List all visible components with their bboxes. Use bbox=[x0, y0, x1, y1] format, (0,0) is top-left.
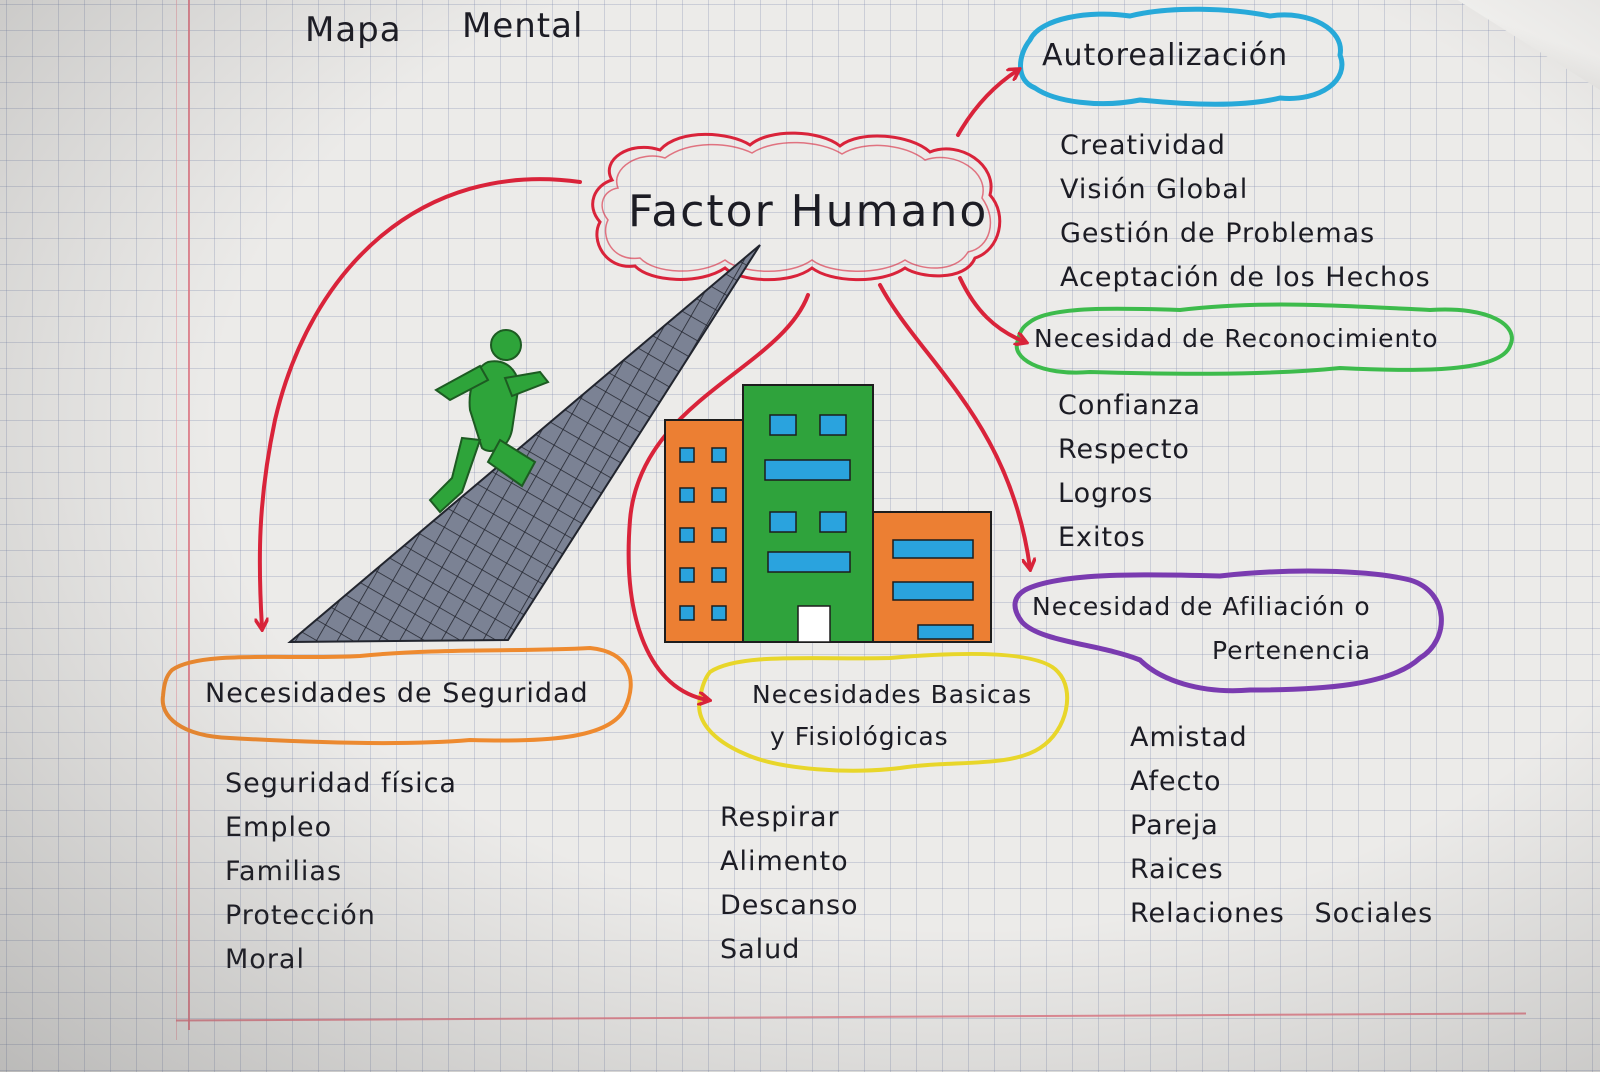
list-item: Visión Global bbox=[1060, 174, 1249, 205]
stairs-illustration bbox=[287, 244, 761, 644]
list-item: Moral bbox=[225, 944, 305, 975]
arrow-to-basicas bbox=[626, 293, 810, 700]
list-item: Respirar bbox=[720, 802, 840, 833]
seguridad-outline bbox=[160, 645, 633, 746]
seguridad-label: Necesidades de Seguridad bbox=[205, 678, 589, 709]
list-item: Familias bbox=[225, 856, 343, 887]
list-item: Seguridad física bbox=[225, 768, 457, 799]
runner-figure bbox=[428, 329, 550, 514]
list-item: Salud bbox=[720, 934, 801, 965]
afiliacion-label-line1: Necesidad de Afiliación o bbox=[1032, 592, 1371, 621]
list-item: Creatividad bbox=[1060, 130, 1226, 161]
margin-line-secondary bbox=[176, 0, 177, 1040]
list-item: Afecto bbox=[1130, 766, 1222, 797]
afiliacion-label-line2: Pertenencia bbox=[1212, 636, 1372, 665]
reconocimiento-label: Necesidad de Reconocimiento bbox=[1034, 324, 1439, 353]
buildings-illustration bbox=[664, 384, 992, 643]
list-item: Pareja bbox=[1130, 810, 1219, 841]
list-item: Amistad bbox=[1130, 722, 1248, 753]
autorealizacion-outline bbox=[1018, 6, 1345, 107]
basicas-outline bbox=[697, 652, 1070, 773]
arrow-to-seguridad bbox=[260, 177, 582, 628]
arrow-to-afiliacion bbox=[878, 283, 1030, 568]
list-item: Empleo bbox=[225, 812, 333, 843]
list-item: Alimento bbox=[720, 846, 849, 877]
list-item: Descanso bbox=[720, 890, 859, 921]
list-item: Raices bbox=[1130, 854, 1224, 885]
basicas-list: Respirar Alimento Descanso Salud bbox=[720, 796, 859, 972]
afiliacion-list: Amistad Afecto Pareja Raices Relaciones … bbox=[1130, 716, 1433, 936]
title-word-2: Mental bbox=[462, 6, 584, 46]
list-item: Aceptación de los Hechos bbox=[1060, 262, 1431, 293]
list-item: Gestión de Problemas bbox=[1060, 218, 1376, 249]
arrow-to-reconocimiento bbox=[958, 276, 1025, 342]
autorealizacion-label: Autorealización bbox=[1042, 38, 1289, 73]
title-word-1: Mapa bbox=[305, 10, 402, 50]
list-item: Respecto bbox=[1058, 434, 1190, 465]
list-item: Relaciones Sociales bbox=[1130, 898, 1434, 929]
list-item: Exitos bbox=[1058, 522, 1146, 553]
list-item: Logros bbox=[1058, 478, 1154, 509]
building-door bbox=[797, 605, 831, 643]
seguridad-list: Seguridad física Empleo Familias Protecc… bbox=[225, 762, 457, 982]
reconocimiento-list: Confianza Respecto Logros Exitos bbox=[1058, 384, 1201, 560]
reconocimiento-outline bbox=[1014, 302, 1514, 376]
list-item: Confianza bbox=[1058, 390, 1201, 421]
center-cloud-outline bbox=[591, 131, 1002, 282]
basicas-label-line2: y Fisiológicas bbox=[770, 722, 949, 751]
arrow-to-autorealizacion bbox=[956, 70, 1018, 137]
center-cloud-outline-inner bbox=[601, 141, 992, 272]
center-label: Factor Humano bbox=[628, 186, 989, 237]
autorealizacion-list: Creatividad Visión Global Gestión de Pro… bbox=[1060, 124, 1431, 300]
list-item: Protección bbox=[225, 900, 376, 931]
margin-line-left bbox=[188, 0, 190, 1030]
afiliacion-outline bbox=[1012, 568, 1444, 694]
basicas-label-line1: Necesidades Basicas bbox=[752, 680, 1033, 709]
